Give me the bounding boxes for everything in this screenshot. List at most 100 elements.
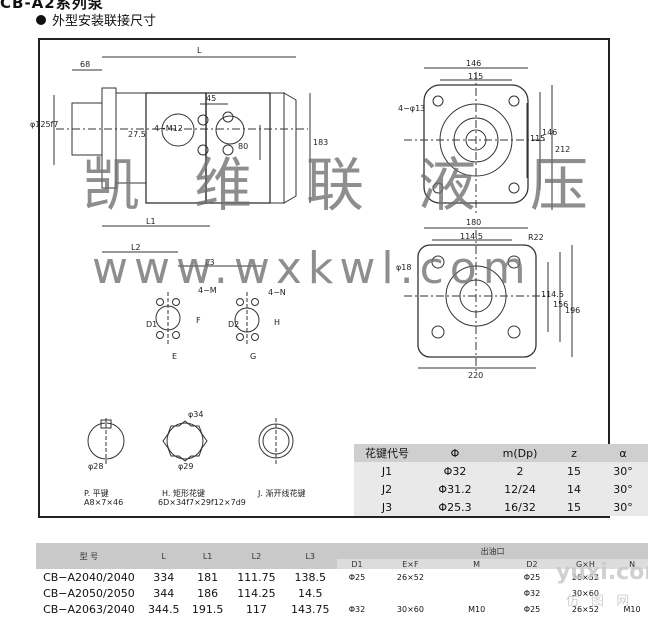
spline-cell: 2 bbox=[516, 464, 524, 478]
label-L: L bbox=[197, 46, 202, 55]
col-L2: L2 bbox=[229, 543, 284, 569]
model-cell: 191.5 bbox=[191, 602, 224, 616]
model-cell: 117 bbox=[245, 602, 267, 616]
spline-col-z: z bbox=[550, 444, 598, 462]
model-cell: 138.5 bbox=[294, 570, 326, 584]
label-E: E bbox=[172, 352, 178, 361]
shaft-key-sections bbox=[87, 418, 294, 466]
drawing-frame bbox=[38, 38, 610, 518]
table-row: CB−A2040/2040 334 181 111.75 138.5 Φ25 2… bbox=[36, 569, 648, 585]
model-cell: 186 bbox=[197, 586, 219, 600]
model-cell: 114.25 bbox=[237, 586, 276, 600]
col-D2: D2 bbox=[509, 559, 555, 569]
table-row: CB−A2050/2050 344 186 114.25 14.5 Φ32 30… bbox=[36, 585, 648, 601]
label-phi34: φ34 bbox=[188, 410, 204, 419]
label-115v: 115 bbox=[530, 134, 546, 143]
label-L3: L3 bbox=[205, 258, 215, 267]
spline-cell: 30° bbox=[613, 464, 633, 478]
model-cell: 26×52 bbox=[396, 572, 424, 582]
label-4-M: 4−M bbox=[198, 286, 217, 295]
label-146v: 146 bbox=[542, 128, 558, 137]
label-G: G bbox=[250, 352, 257, 361]
model-cell: 143.75 bbox=[290, 602, 330, 616]
label-phi125: φ125f7 bbox=[30, 120, 59, 129]
col-EF: E×F bbox=[376, 559, 445, 569]
table-row: CB−A2063/2040 344.5 191.5 117 143.75 Φ32… bbox=[36, 601, 648, 617]
model-cell: Φ25 bbox=[523, 604, 541, 614]
model-cell: 181 bbox=[197, 570, 219, 584]
spline-cell: 14 bbox=[567, 482, 581, 496]
col-L: L bbox=[141, 543, 186, 569]
label-m12: 4−M12 bbox=[154, 124, 183, 133]
label-phi28: φ28 bbox=[88, 462, 104, 471]
model-cell: 344 bbox=[153, 586, 175, 600]
spline-cell: 15 bbox=[567, 464, 581, 478]
key2-title: H. 矩形花键 bbox=[162, 489, 205, 498]
model-cell: 14.5 bbox=[297, 586, 323, 600]
model-cell: 30×60 bbox=[396, 604, 424, 614]
spline-col-alpha: α bbox=[598, 444, 648, 462]
label-115: 115 bbox=[468, 72, 484, 81]
label-80: 80 bbox=[238, 142, 249, 151]
spline-cell: Φ31.2 bbox=[438, 482, 472, 496]
label-156: 156 bbox=[553, 300, 569, 309]
label-196: 196 bbox=[565, 306, 581, 315]
label-180: 180 bbox=[466, 218, 482, 227]
section-subtitle: 外型安装联接尺寸 bbox=[36, 10, 156, 29]
model-cell: CB−A2063/2040 bbox=[43, 602, 135, 616]
spline-col-phi: Φ bbox=[420, 444, 490, 462]
spline-cell: J2 bbox=[381, 482, 393, 496]
spline-cell: J3 bbox=[381, 500, 393, 514]
label-L2: L2 bbox=[131, 243, 141, 252]
model-cell: 334 bbox=[153, 570, 175, 584]
label-146: 146 bbox=[466, 59, 482, 68]
label-D1: D1 bbox=[146, 320, 158, 329]
pump-front-view bbox=[404, 67, 553, 215]
col-L1: L1 bbox=[185, 543, 230, 569]
label-68: 68 bbox=[80, 60, 91, 69]
col-model: 型 号 bbox=[36, 543, 142, 569]
model-cell: Φ32 bbox=[523, 588, 541, 598]
subtitle-text: 外型安装联接尺寸 bbox=[52, 14, 157, 29]
col-M: M bbox=[444, 559, 510, 569]
model-cell: 111.75 bbox=[237, 570, 276, 584]
model-cell: Φ25 bbox=[523, 572, 541, 582]
table-row: J3 Φ25.3 16/32 15 30° bbox=[354, 498, 648, 516]
spline-table: 花键代号 Φ m(Dp) z α J1 Φ32 2 15 30° J2 Φ31.… bbox=[354, 444, 648, 516]
col-L3: L3 bbox=[283, 543, 338, 569]
spline-cell: 16/32 bbox=[504, 500, 536, 514]
page-title: CB-A2系列泵 bbox=[0, 0, 104, 12]
table-row: J2 Φ31.2 12/24 14 30° bbox=[354, 480, 648, 498]
spline-cell: J1 bbox=[381, 464, 393, 478]
spline-table-header: 花键代号 Φ m(Dp) z α bbox=[354, 444, 648, 462]
model-cell: 344.5 bbox=[148, 602, 180, 616]
label-F: F bbox=[196, 316, 201, 325]
label-183: 183 bbox=[313, 138, 329, 147]
model-cell: CB−A2040/2040 bbox=[43, 570, 135, 584]
watermark-company: 凯维联液压 bbox=[82, 151, 643, 219]
key1-title: P. 平键 bbox=[84, 489, 109, 498]
pump-port-view bbox=[404, 227, 573, 372]
label-phi18: φ18 bbox=[396, 263, 412, 272]
col-GH: G×H bbox=[554, 559, 617, 569]
model-cell: CB−A2050/2050 bbox=[43, 586, 135, 600]
spline-cell: 15 bbox=[567, 500, 581, 514]
model-cell bbox=[444, 569, 509, 585]
watermark-url: www.wxkwl.com bbox=[92, 243, 532, 294]
col-D1: D1 bbox=[337, 559, 377, 569]
label-114-5v: 114.5 bbox=[541, 290, 564, 299]
label-phi29: φ29 bbox=[178, 462, 194, 471]
label-L1: L1 bbox=[146, 217, 156, 226]
label-27-5: 27.5 bbox=[128, 130, 146, 139]
corner-watermark: yuxi.com bbox=[556, 560, 648, 585]
key2-spec: 6D×34f7×29f12×7d9 bbox=[158, 498, 246, 507]
model-table-header: 型 号 L L1 L2 L3 出油口 bbox=[36, 543, 648, 569]
pump-side-view bbox=[53, 56, 311, 267]
label-220: 220 bbox=[468, 371, 484, 380]
model-cell: 26×52 bbox=[571, 572, 599, 582]
spline-cell: Φ32 bbox=[443, 464, 467, 478]
label-r22: R22 bbox=[528, 233, 544, 242]
model-cell: M10 bbox=[623, 604, 641, 614]
bullet-icon bbox=[36, 14, 46, 25]
